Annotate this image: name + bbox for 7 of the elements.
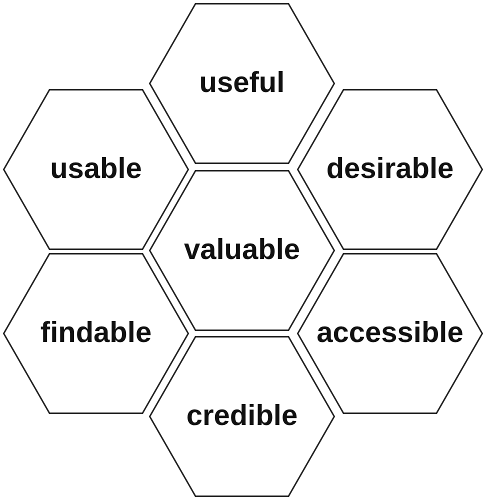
quality-label: findable (40, 316, 152, 350)
quality-label: valuable (184, 234, 300, 266)
quality-label: desirable (326, 152, 454, 186)
quality-label: useful (199, 66, 285, 100)
quality-label: credible (186, 400, 298, 432)
quality-label: usable (50, 152, 142, 186)
quality-label: accessible (316, 316, 464, 350)
